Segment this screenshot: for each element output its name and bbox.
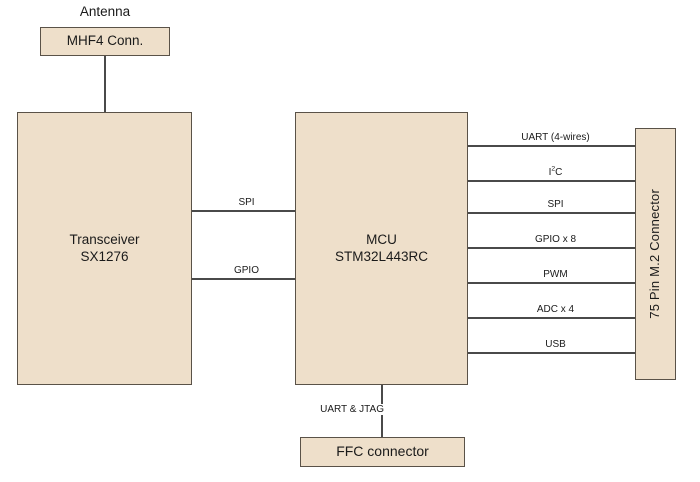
block-mhf4-connector[interactable]: MHF4 Conn. <box>40 27 170 56</box>
link-line-gpio-transceiver-mcu <box>192 278 295 280</box>
link-line-pwm <box>468 282 637 284</box>
block-ffc-connector[interactable]: FFC connector <box>300 437 465 467</box>
link-line-adc-x4 <box>468 317 637 319</box>
link-label-spi-mcu-m2: SPI <box>468 199 643 210</box>
block-m2-connector[interactable]: 75 Pin M.2 Connector <box>635 128 676 380</box>
link-label-uart-jtag: UART & JTAG <box>305 404 387 415</box>
link-line-spi-mcu-m2 <box>468 212 637 214</box>
block-transceiver[interactable]: Transceiver SX1276 <box>17 112 192 385</box>
link-label-gpio-transceiver-mcu: GPIO <box>192 265 301 276</box>
link-line-usb <box>468 352 637 354</box>
link-label-spi-transceiver-mcu: SPI <box>192 197 301 208</box>
block-m2-connector-label: 75 Pin M.2 Connector <box>647 189 663 319</box>
link-label-usb: USB <box>468 339 643 350</box>
link-label-gpio-x8: GPIO x 8 <box>468 234 643 245</box>
link-line-spi-transceiver-mcu <box>192 210 295 212</box>
link-line-i2c <box>468 180 637 182</box>
link-label-uart-4-wires: UART (4-wires) <box>468 132 643 143</box>
link-line-gpio-x8 <box>468 247 637 249</box>
block-mcu[interactable]: MCU STM32L443RC <box>295 112 468 385</box>
block-transceiver-label: Transceiver SX1276 <box>69 231 140 264</box>
antenna-label: Antenna <box>79 4 131 19</box>
link-label-pwm: PWM <box>468 269 643 280</box>
link-label-i2c: I2C <box>468 166 643 178</box>
antenna-to-transceiver-line <box>104 56 106 113</box>
block-mhf4-connector-label: MHF4 Conn. <box>66 33 144 49</box>
link-line-uart-4-wires <box>468 145 637 147</box>
block-ffc-connector-label: FFC connector <box>336 443 429 460</box>
link-label-adc-x4: ADC x 4 <box>468 304 643 315</box>
block-mcu-label: MCU STM32L443RC <box>334 231 429 264</box>
